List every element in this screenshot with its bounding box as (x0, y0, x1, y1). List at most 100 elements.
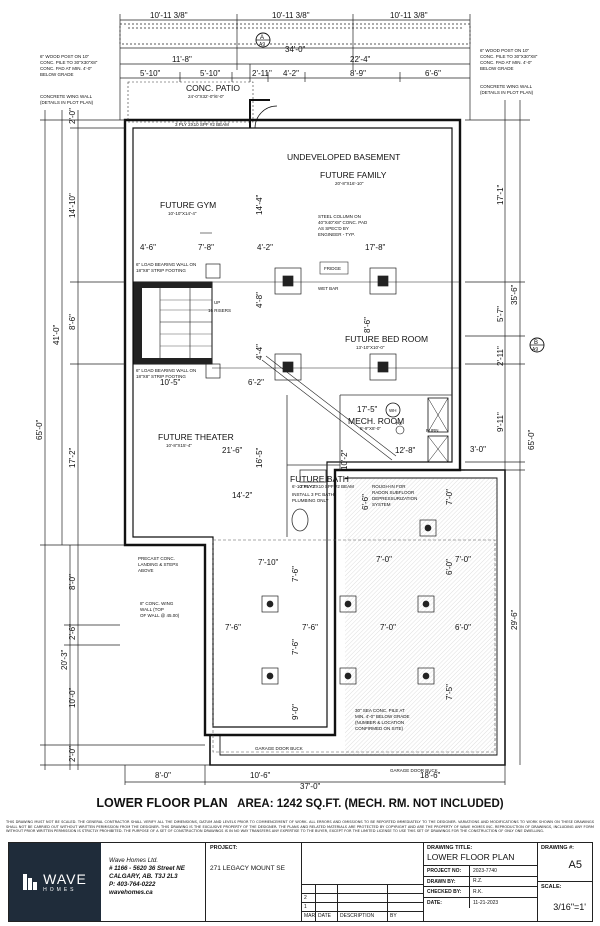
svg-text:65'-0": 65'-0" (527, 429, 536, 450)
logo-sub: HOMES (43, 886, 77, 893)
svg-text:8'-9": 8'-9" (350, 69, 366, 78)
svg-text:B: B (534, 340, 538, 346)
room-bath-note: INSTALL 3 PC BATH PLUMBING ONLY (292, 492, 334, 503)
svg-text:PRECAST CONC.: PRECAST CONC. (138, 556, 175, 561)
drawing-title-value: LOWER FLOOR PLAN (424, 851, 537, 866)
company-web: wavehomes.ca (109, 889, 153, 896)
project-label: PROJECT: (210, 845, 238, 851)
note-radon: ROUGH-IN FOR RADON SUBFLOOR DEPRESSURIZA… (372, 484, 417, 507)
room-family: FUTURE FAMILY (320, 170, 387, 180)
svg-text:FURN: FURN (426, 428, 439, 433)
note-wing-wall-left: CONCRETE WING WALL (DETAILS IN PLOT PLAN… (40, 94, 94, 105)
company-address-2: CALGARY, AB. T3J 2L3 (109, 873, 178, 880)
room-bath-size: 6'-10"X5'-0" (292, 484, 316, 489)
svg-text:BELOW GRADE: BELOW GRADE (40, 72, 74, 77)
title-block: WAVE HOMES Wave Homes Ltd. # 1166 - 5620… (8, 842, 593, 922)
svg-text:18"X8" STRIP FOOTING: 18"X8" STRIP FOOTING (136, 268, 186, 273)
plan-area: AREA: 1242 SQ.FT. (MECH. RM. NOT INCLUDE… (237, 798, 504, 810)
svg-text:41'-0": 41'-0" (52, 324, 61, 345)
drawing-number-box: DRAWING #: A5 SCALE: 3/16"=1' (538, 843, 592, 921)
room-mech: MECH. ROOM (348, 416, 404, 426)
note-pile: 30" SEA CONC. PILE AT MIN. 4'-0" BELOW G… (355, 708, 409, 731)
floor-plan-drawing: 10'-11 3/8" 10'-11 3/8" 10'-11 3/8" 34'-… (35, 11, 545, 790)
company-phone: P: 403-764-0222 (109, 881, 156, 888)
svg-text:17'-5": 17'-5" (357, 405, 378, 414)
svg-text:6" WOOD POST ON 10": 6" WOOD POST ON 10" (480, 48, 530, 53)
svg-text:4'-2": 4'-2" (283, 69, 299, 78)
project-value: 271 LEGACY MOUNT SE (210, 865, 285, 872)
svg-text:6'-6": 6'-6" (425, 69, 441, 78)
svg-text:7'-10": 7'-10" (258, 558, 279, 567)
note-precast: PRECAST CONC. LANDING & STEPS ABOVE (138, 556, 178, 573)
right-dimensions: 17'-1" 5'-7" 2'-11" 9'-11" 3'-0" 35'-6" … (470, 184, 536, 630)
svg-text:CONC. PATIO: CONC. PATIO (186, 83, 240, 93)
note-beam-2: 3 PLY 2X10 SPF #2 BEAM (300, 484, 354, 489)
svg-text:3'-0": 3'-0" (470, 445, 486, 454)
room-gym: FUTURE GYM (160, 200, 216, 210)
svg-text:WALL (TOP: WALL (TOP (140, 607, 164, 612)
wave-logo-icon (23, 874, 38, 890)
company-logo: WAVE HOMES (9, 843, 101, 921)
svg-text:A: A (260, 35, 264, 41)
svg-text:CONCRETE WING WALL: CONCRETE WING WALL (40, 94, 93, 99)
svg-text:4'-4": 4'-4" (255, 344, 264, 360)
fridge-label: FRIDGE (324, 266, 341, 271)
svg-text:WH: WH (389, 408, 397, 413)
svg-text:SYSTEM: SYSTEM (372, 502, 391, 507)
note-wood-post-right: 6" WOOD POST ON 10" CONC. PILE TO 30"X30… (480, 48, 538, 71)
svg-text:10'-6": 10'-6" (250, 771, 271, 780)
svg-text:9'-0": 9'-0" (291, 704, 300, 720)
svg-text:8'-0": 8'-0" (155, 771, 171, 780)
svg-text:16'-5": 16'-5" (255, 447, 264, 468)
svg-text:14'-10": 14'-10" (68, 193, 77, 218)
note-garage-buck-2: GARAGE DOOR BUCK (390, 768, 438, 773)
svg-text:RADON SUBFLOOR: RADON SUBFLOOR (372, 490, 415, 495)
svg-text:6'-0": 6'-0" (445, 559, 454, 575)
rev-row: 1 (302, 903, 423, 912)
dim-top-c: 10'-11 3/8" (390, 11, 428, 20)
floor-plan-svg: 10'-11 3/8" 10'-11 3/8" 10'-11 3/8" 34'-… (35, 11, 545, 790)
drawing-info: DRAWING TITLE: LOWER FLOOR PLAN PROJECT … (424, 843, 538, 921)
svg-text:BELOW GRADE: BELOW GRADE (480, 66, 514, 71)
svg-text:7'-8": 7'-8" (198, 243, 214, 252)
svg-text:PLUMBING ONLY: PLUMBING ONLY (292, 498, 329, 503)
left-dimension-lines (40, 100, 530, 770)
interior-dimensions-vertical: 14'-4" 4'-8" 4'-4" 16'-5" 8'-6" 10'-2" 6… (255, 194, 454, 720)
svg-text:24'-0"X32'-0"/6'-0": 24'-0"X32'-0"/6'-0" (188, 94, 225, 99)
svg-text:30" SEA CONC. PILE AT: 30" SEA CONC. PILE AT (355, 708, 405, 713)
svg-text:9'-11": 9'-11" (496, 412, 505, 432)
svg-text:8'-0": 8'-0" (68, 574, 77, 590)
room-gym-size: 10'-10"X14'-4" (168, 211, 197, 216)
svg-text:6'-6": 6'-6" (361, 494, 370, 510)
svg-text:12'-8": 12'-8" (395, 446, 416, 455)
dim-row2-right: 22'-4" (350, 55, 371, 64)
note-conc-wing: 8" CONC. WING WALL (TOP OF WALL @ 45.00) (140, 601, 180, 618)
svg-text:CONC. PAD AT MIN. 4'-0": CONC. PAD AT MIN. 4'-0" (40, 66, 92, 71)
room-bed-size: 13'-10"X10'-0" (356, 345, 385, 350)
svg-text:ABOVE: ABOVE (138, 568, 154, 573)
svg-text:MIN. 4'-0" BELOW GRADE: MIN. 4'-0" BELOW GRADE (355, 714, 409, 719)
svg-text:7'-6": 7'-6" (291, 639, 300, 655)
svg-text:2'-0": 2'-0" (68, 746, 77, 762)
room-family-size: 20'-8"X16'-10" (335, 181, 364, 186)
section-marker-b: B A9 (529, 337, 545, 353)
svg-text:CONC. PILE TO 30"X30"X8": CONC. PILE TO 30"X30"X8" (40, 60, 98, 65)
svg-text:DEPRESSURIZATION: DEPRESSURIZATION (372, 496, 417, 501)
garage-piles (261, 519, 437, 685)
svg-text:6'-2": 6'-2" (248, 378, 264, 387)
svg-text:OF WALL @ 45.00): OF WALL @ 45.00) (140, 613, 180, 618)
rev-header-row: MARK DATE DESCRIPTION BY (304, 912, 397, 921)
svg-text:37'-0": 37'-0" (300, 782, 321, 790)
svg-text:4'-8": 4'-8" (255, 292, 264, 308)
date-row: DATE: 11-21-2023 (424, 897, 537, 908)
disclaimer-text: THIS DRAWING MUST NOT BE SCALED. THE GEN… (6, 820, 594, 834)
svg-text:(DETAILS IN PLOT PLAN): (DETAILS IN PLOT PLAN) (40, 100, 94, 105)
svg-text:7'-0": 7'-0" (380, 623, 396, 632)
note-garage-buck-1: GARAGE DOOR BUCK (255, 746, 303, 751)
bottom-dimensions: 8'-0" 10'-6" 18'-6" 37'-0" (124, 765, 506, 790)
room-undeveloped: UNDEVELOPED BASEMENT (287, 152, 400, 162)
beam-lines (200, 232, 460, 461)
mechanical-equipment: WH FS FURN (385, 397, 449, 463)
top-dimension-lines (119, 14, 471, 120)
svg-text:17'-1": 17'-1" (496, 184, 505, 205)
